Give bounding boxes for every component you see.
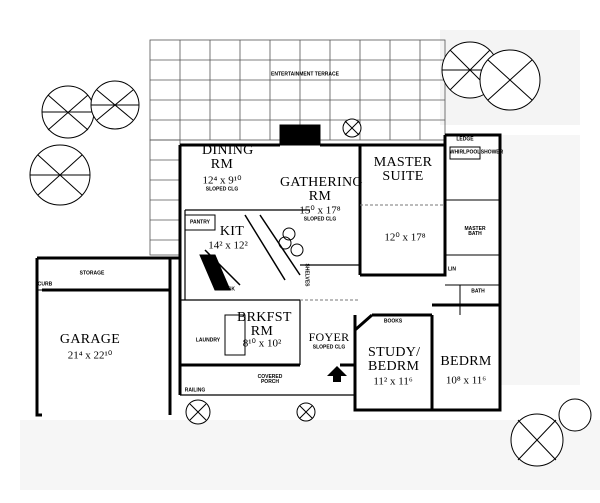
dims-brkfst: 8¹⁰ x 10² — [242, 337, 282, 350]
dims-dining: 12⁴ x 9¹⁰ — [202, 174, 242, 187]
note-gathering: SLOPED CLG — [303, 216, 337, 223]
dims-bedrm: 10⁸ x 11⁶ — [445, 374, 487, 387]
label-kitchen: KIT — [219, 224, 245, 239]
label-bedrm: BEDRM — [440, 354, 492, 369]
label-terrace: ENTERTAINMENT TERRACE — [271, 71, 339, 78]
label-storage: STORAGE — [79, 270, 105, 277]
label-dining: DINING RM — [202, 143, 254, 172]
label-bath: BATH — [471, 288, 485, 295]
tree-icons — [29, 41, 592, 467]
label-study: STUDY/ BEDRM — [368, 345, 421, 374]
landscaping — [20, 30, 600, 490]
label-master-bath: MASTER BATH — [464, 226, 486, 237]
label-pantry: PANTRY — [190, 219, 210, 226]
label-desk: DESK — [221, 286, 235, 293]
label-railing: RAILING — [184, 387, 206, 394]
dims-master-suite: 12⁰ x 17⁸ — [384, 231, 426, 244]
note-foyer: SLOPED CLG — [312, 344, 346, 351]
label-foyer: FOYER — [308, 330, 350, 344]
label-brkfst: BRKFST RM — [237, 310, 292, 339]
label-laundry: LAUNDRY — [195, 337, 221, 344]
dims-garage: 21⁴ x 22¹⁰ — [67, 349, 113, 362]
label-linen: LIN — [447, 266, 457, 273]
walls — [35, 124, 502, 417]
note-dining: SLOPED CLG — [205, 186, 239, 193]
dims-study: 11² x 11⁶ — [373, 375, 413, 388]
label-curb: CURB — [37, 281, 53, 288]
dims-gathering: 15⁰ x 17⁸ — [299, 204, 341, 217]
entry-arrow-icon — [327, 366, 347, 382]
label-garage: GARAGE — [59, 332, 121, 347]
label-gathering: GATHERING RM — [280, 175, 363, 204]
label-shelves: SHELVES — [303, 263, 310, 287]
label-master-suite: MASTER SUITE — [373, 155, 433, 184]
dims-kitchen: 14² x 12² — [208, 239, 248, 252]
label-whirlpool: WHIRLPOOL — [449, 149, 481, 156]
label-porch: COVERED PORCH — [257, 374, 283, 385]
label-ledge: LEDGE — [456, 136, 474, 143]
label-shower: SHOWER — [480, 149, 504, 156]
label-books: BOOKS — [383, 318, 403, 325]
